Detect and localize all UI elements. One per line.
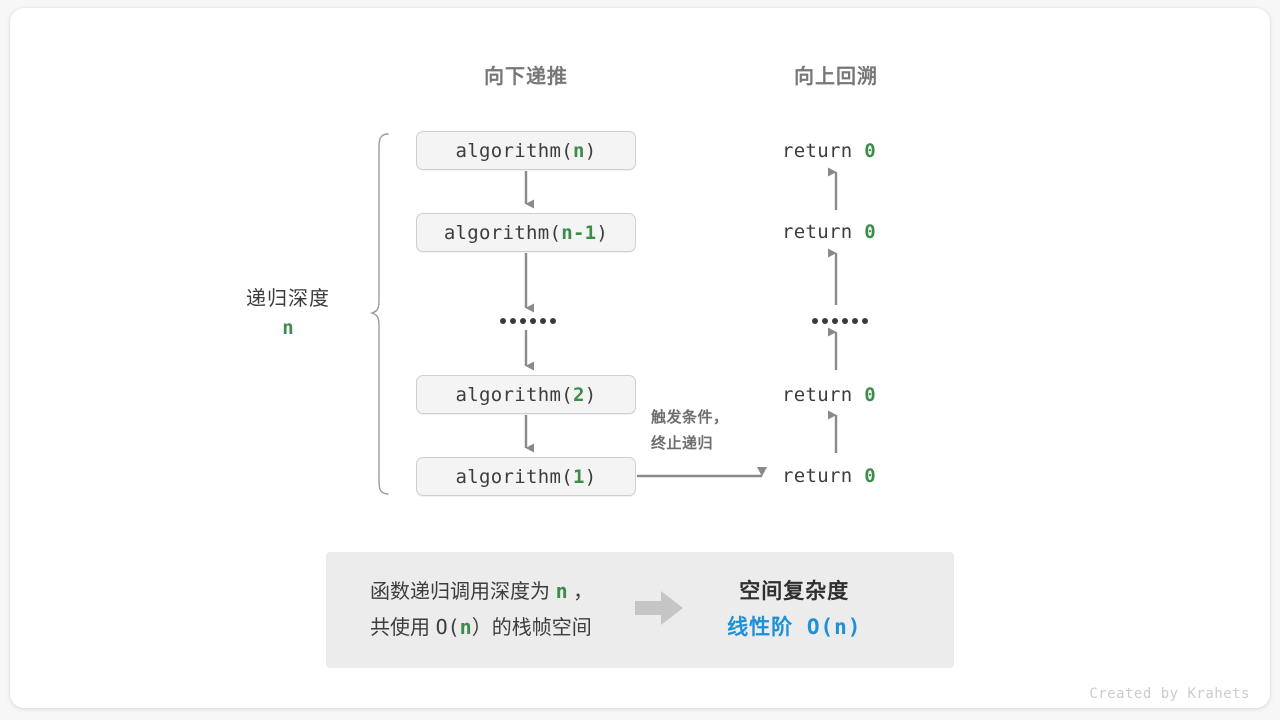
return-line-second: return 0: [782, 221, 876, 243]
summary-line-2: 共使用 O(n）的栈帧空间: [370, 610, 593, 646]
dot: [530, 318, 536, 324]
space-complexity-value: 线性阶 O(n): [727, 610, 861, 646]
block-arrow-right-icon: [633, 588, 685, 633]
summary-right-text: 空间复杂度 线性阶 O(n): [727, 574, 861, 645]
return-keyword: return: [782, 221, 853, 243]
return-value: 0: [864, 221, 876, 243]
call-box-arg: 1: [572, 465, 585, 488]
dot: [812, 318, 818, 324]
complexity-bigo: O(n): [806, 615, 862, 639]
complexity-order-label: 线性阶: [727, 616, 794, 639]
summary-line-1: 函数递归调用深度为 n ，: [370, 574, 593, 610]
trigger-condition-note: 触发条件， 终止递归: [651, 405, 729, 458]
dot: [832, 318, 838, 324]
call-box-arg: n: [572, 139, 585, 162]
dot: [862, 318, 868, 324]
summary-line1-text: 函数递归调用深度为: [370, 581, 550, 603]
call-box-2[interactable]: algorithm(2): [416, 375, 636, 414]
column-header-downward: 向下递推: [484, 66, 568, 88]
dot: [510, 318, 516, 324]
recursion-depth-value: n: [282, 317, 294, 339]
call-box-text-prefix: algorithm(: [455, 383, 573, 406]
return-ellipsis-icon: [812, 318, 868, 324]
summary-line1-comma: ，: [573, 581, 594, 603]
call-box-text-prefix: algorithm(: [443, 221, 562, 244]
return-line-top: return 0: [782, 140, 876, 162]
recursion-depth-title: 递归深度: [246, 288, 330, 310]
return-keyword: return: [782, 140, 853, 162]
dot: [540, 318, 546, 324]
call-box-text-suffix: ): [584, 465, 597, 488]
dot: [520, 318, 526, 324]
dot: [822, 318, 828, 324]
recursion-depth-label: 递归深度 n: [213, 282, 363, 339]
return-line-bottom: return 0: [782, 465, 876, 487]
call-stack-ellipsis-icon: [500, 318, 556, 324]
return-keyword: return: [782, 465, 853, 487]
space-complexity-title: 空间复杂度: [739, 580, 850, 604]
dot: [550, 318, 556, 324]
return-value: 0: [864, 140, 876, 162]
return-keyword: return: [782, 384, 853, 406]
trigger-note-line2: 终止递归: [651, 435, 714, 453]
call-box-text-suffix: ): [596, 221, 609, 244]
credit-text: Created by Krahets: [1089, 686, 1250, 702]
call-box-n-minus-1[interactable]: algorithm(n-1): [416, 213, 636, 252]
summary-line1-var: n: [555, 579, 568, 603]
return-value: 0: [864, 384, 876, 406]
summary-left-text: 函数递归调用深度为 n ， 共使用 O(n）的栈帧空间: [370, 574, 593, 646]
summary-line2-paren: ）: [471, 617, 492, 639]
dot: [500, 318, 506, 324]
summary-line2-bigo: O(: [435, 615, 460, 639]
call-box-arg: n-1: [561, 221, 597, 244]
summary-line2-var: n: [459, 615, 472, 639]
call-box-1[interactable]: algorithm(1): [416, 457, 636, 496]
call-box-text-prefix: algorithm(: [455, 139, 573, 162]
call-box-text-suffix: ): [584, 383, 597, 406]
return-value: 0: [864, 465, 876, 487]
summary-line2-text-a: 共使用: [370, 617, 430, 639]
call-box-text-prefix: algorithm(: [455, 465, 573, 488]
trigger-note-line1: 触发条件，: [651, 409, 729, 426]
summary-line2-text-b: 的栈帧空间: [491, 617, 592, 639]
column-header-upward: 向上回溯: [794, 66, 878, 88]
summary-panel: 函数递归调用深度为 n ， 共使用 O(n）的栈帧空间 空间复杂度 线性阶 O(…: [326, 552, 954, 668]
dot: [842, 318, 848, 324]
call-box-text-suffix: ): [584, 139, 597, 162]
call-box-arg: 2: [572, 383, 585, 406]
dot: [852, 318, 858, 324]
call-box-n[interactable]: algorithm(n): [416, 131, 636, 170]
return-line-fourth: return 0: [782, 384, 876, 406]
